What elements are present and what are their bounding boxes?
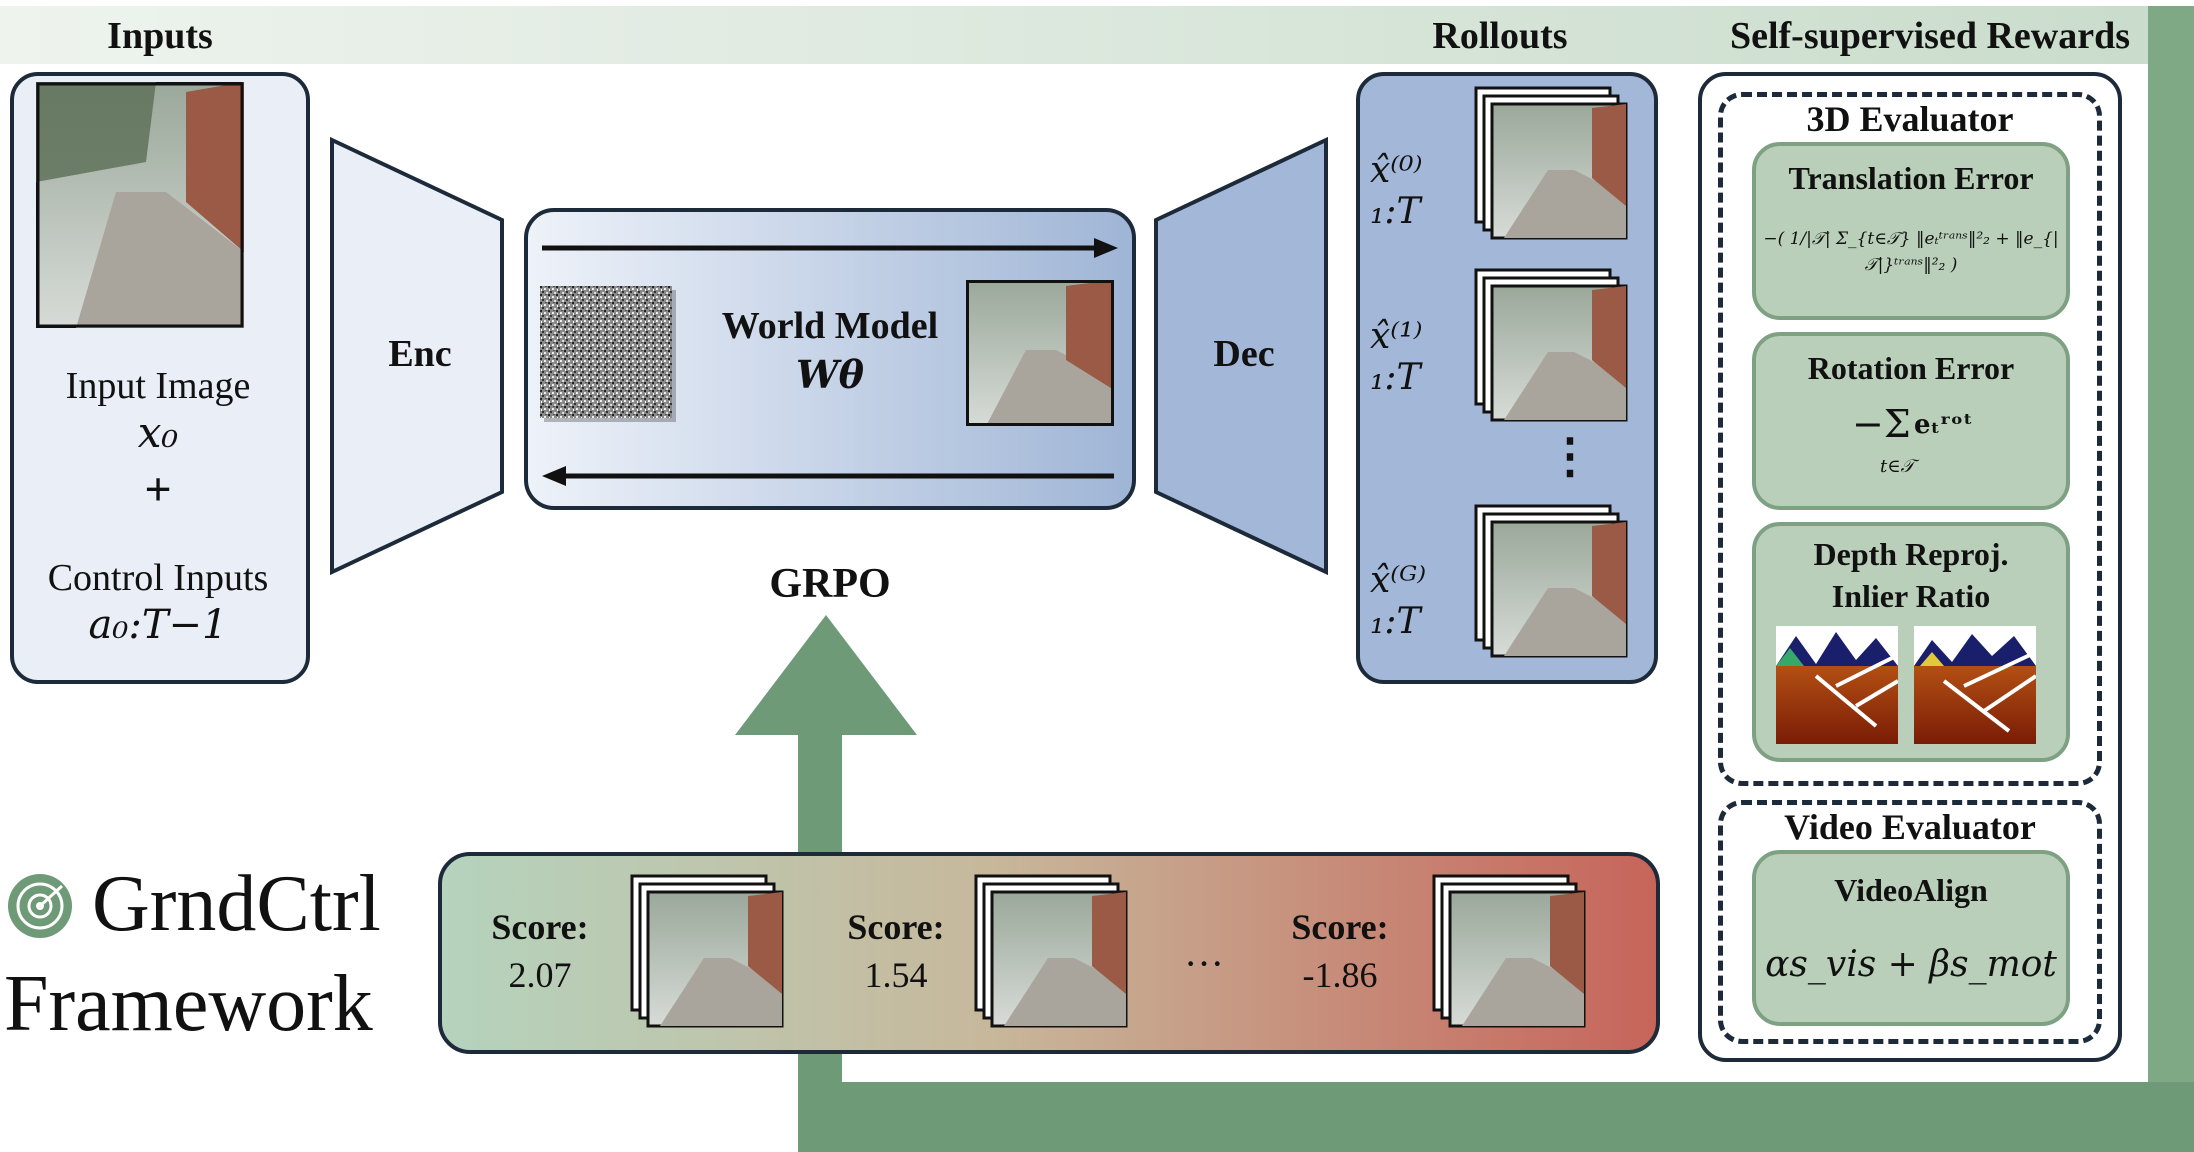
plus-sign: + bbox=[144, 463, 172, 516]
score-label-2: Score: bbox=[847, 907, 945, 947]
input-image-symbol: x₀ bbox=[137, 408, 179, 457]
rollout-stack-g bbox=[1474, 504, 1628, 658]
translation-error-title: Translation Error bbox=[1788, 160, 2034, 196]
rotation-formula-term: eₜʳᵒᵗ bbox=[1914, 410, 1973, 440]
evaluator-3d-title: 3D Evaluator bbox=[1806, 99, 2014, 139]
rotation-formula-sum: −Σ bbox=[1852, 402, 1911, 446]
grpo-label: GRPO bbox=[769, 561, 891, 607]
evaluator-3d-group bbox=[1718, 92, 2102, 786]
framework-subtitle: Framework bbox=[4, 960, 373, 1048]
decoder-block bbox=[1154, 136, 1328, 576]
videoalign-box bbox=[1752, 850, 2070, 1026]
score-stack-1 bbox=[630, 874, 784, 1028]
score-ellipsis: ··· bbox=[1184, 941, 1224, 986]
inputs-header: Inputs bbox=[107, 15, 213, 57]
score-stack-3 bbox=[1432, 874, 1586, 1028]
translation-error-box bbox=[1752, 142, 2070, 320]
rollout-stack-1 bbox=[1474, 268, 1628, 422]
world-model-symbol: Wθ bbox=[795, 352, 865, 397]
encoder-block bbox=[330, 136, 504, 576]
videoalign-title: VideoAlign bbox=[1834, 872, 1988, 908]
rollout-label-0: x̂⁽⁰⁾₁:T bbox=[1370, 150, 1423, 232]
decoder-label: Dec bbox=[1213, 333, 1275, 375]
video-evaluator-group bbox=[1718, 800, 2102, 1044]
world-model-title: World Model bbox=[721, 305, 939, 347]
translation-error-formula: −( 1/|𝒯| Σ_{t∈𝒯} ‖eₜᵗʳᵃⁿˢ‖²₂ + ‖e_{|𝒯|}ᵗ… bbox=[1763, 229, 2059, 275]
video-evaluator-title: Video Evaluator bbox=[1784, 807, 2036, 847]
rewards-header: Self-supervised Rewards bbox=[1729, 15, 2131, 57]
encoder-label: Enc bbox=[388, 333, 452, 375]
depth-reproj-title-2: Inlier Ratio bbox=[1831, 578, 1991, 614]
score-value-3: -1.86 bbox=[1302, 955, 1378, 995]
rollout-label-g: x̂⁽ᴳ⁾₁:T bbox=[1370, 560, 1427, 642]
rollout-label-1: x̂⁽¹⁾₁:T bbox=[1370, 316, 1423, 398]
depth-map-icon bbox=[1776, 626, 1898, 744]
noise-image-icon bbox=[540, 286, 676, 422]
control-inputs-label: Control Inputs bbox=[47, 557, 269, 599]
score-value-1: 2.07 bbox=[508, 955, 572, 995]
rollouts-header: Rollouts bbox=[1432, 15, 1568, 57]
framework-name: GrndCtrl bbox=[92, 860, 381, 948]
input-image-label: Input Image bbox=[65, 365, 251, 407]
street-photo-icon bbox=[966, 280, 1114, 426]
score-stack-2 bbox=[974, 874, 1128, 1028]
street-photo-icon bbox=[36, 82, 244, 328]
score-label-1: Score: bbox=[491, 907, 589, 947]
rotation-error-title: Rotation Error bbox=[1807, 350, 2015, 386]
depth-map-icon bbox=[1914, 626, 2036, 744]
rollout-stack-0 bbox=[1474, 86, 1628, 240]
rotation-formula-sub: t∈𝒯 bbox=[1880, 456, 1915, 477]
score-value-2: 1.54 bbox=[864, 955, 928, 995]
depth-reproj-title-1: Depth Reproj. bbox=[1813, 536, 2009, 572]
rollout-ellipsis: ⋮ bbox=[1546, 430, 1594, 483]
videoalign-formula: αs_vis + βs_mot bbox=[1765, 944, 2057, 985]
rotation-error-box bbox=[1752, 332, 2070, 510]
control-inputs-symbol: a₀:T−1 bbox=[88, 602, 228, 648]
score-label-3: Score: bbox=[1291, 907, 1389, 947]
framework-logo-icon bbox=[8, 874, 72, 938]
